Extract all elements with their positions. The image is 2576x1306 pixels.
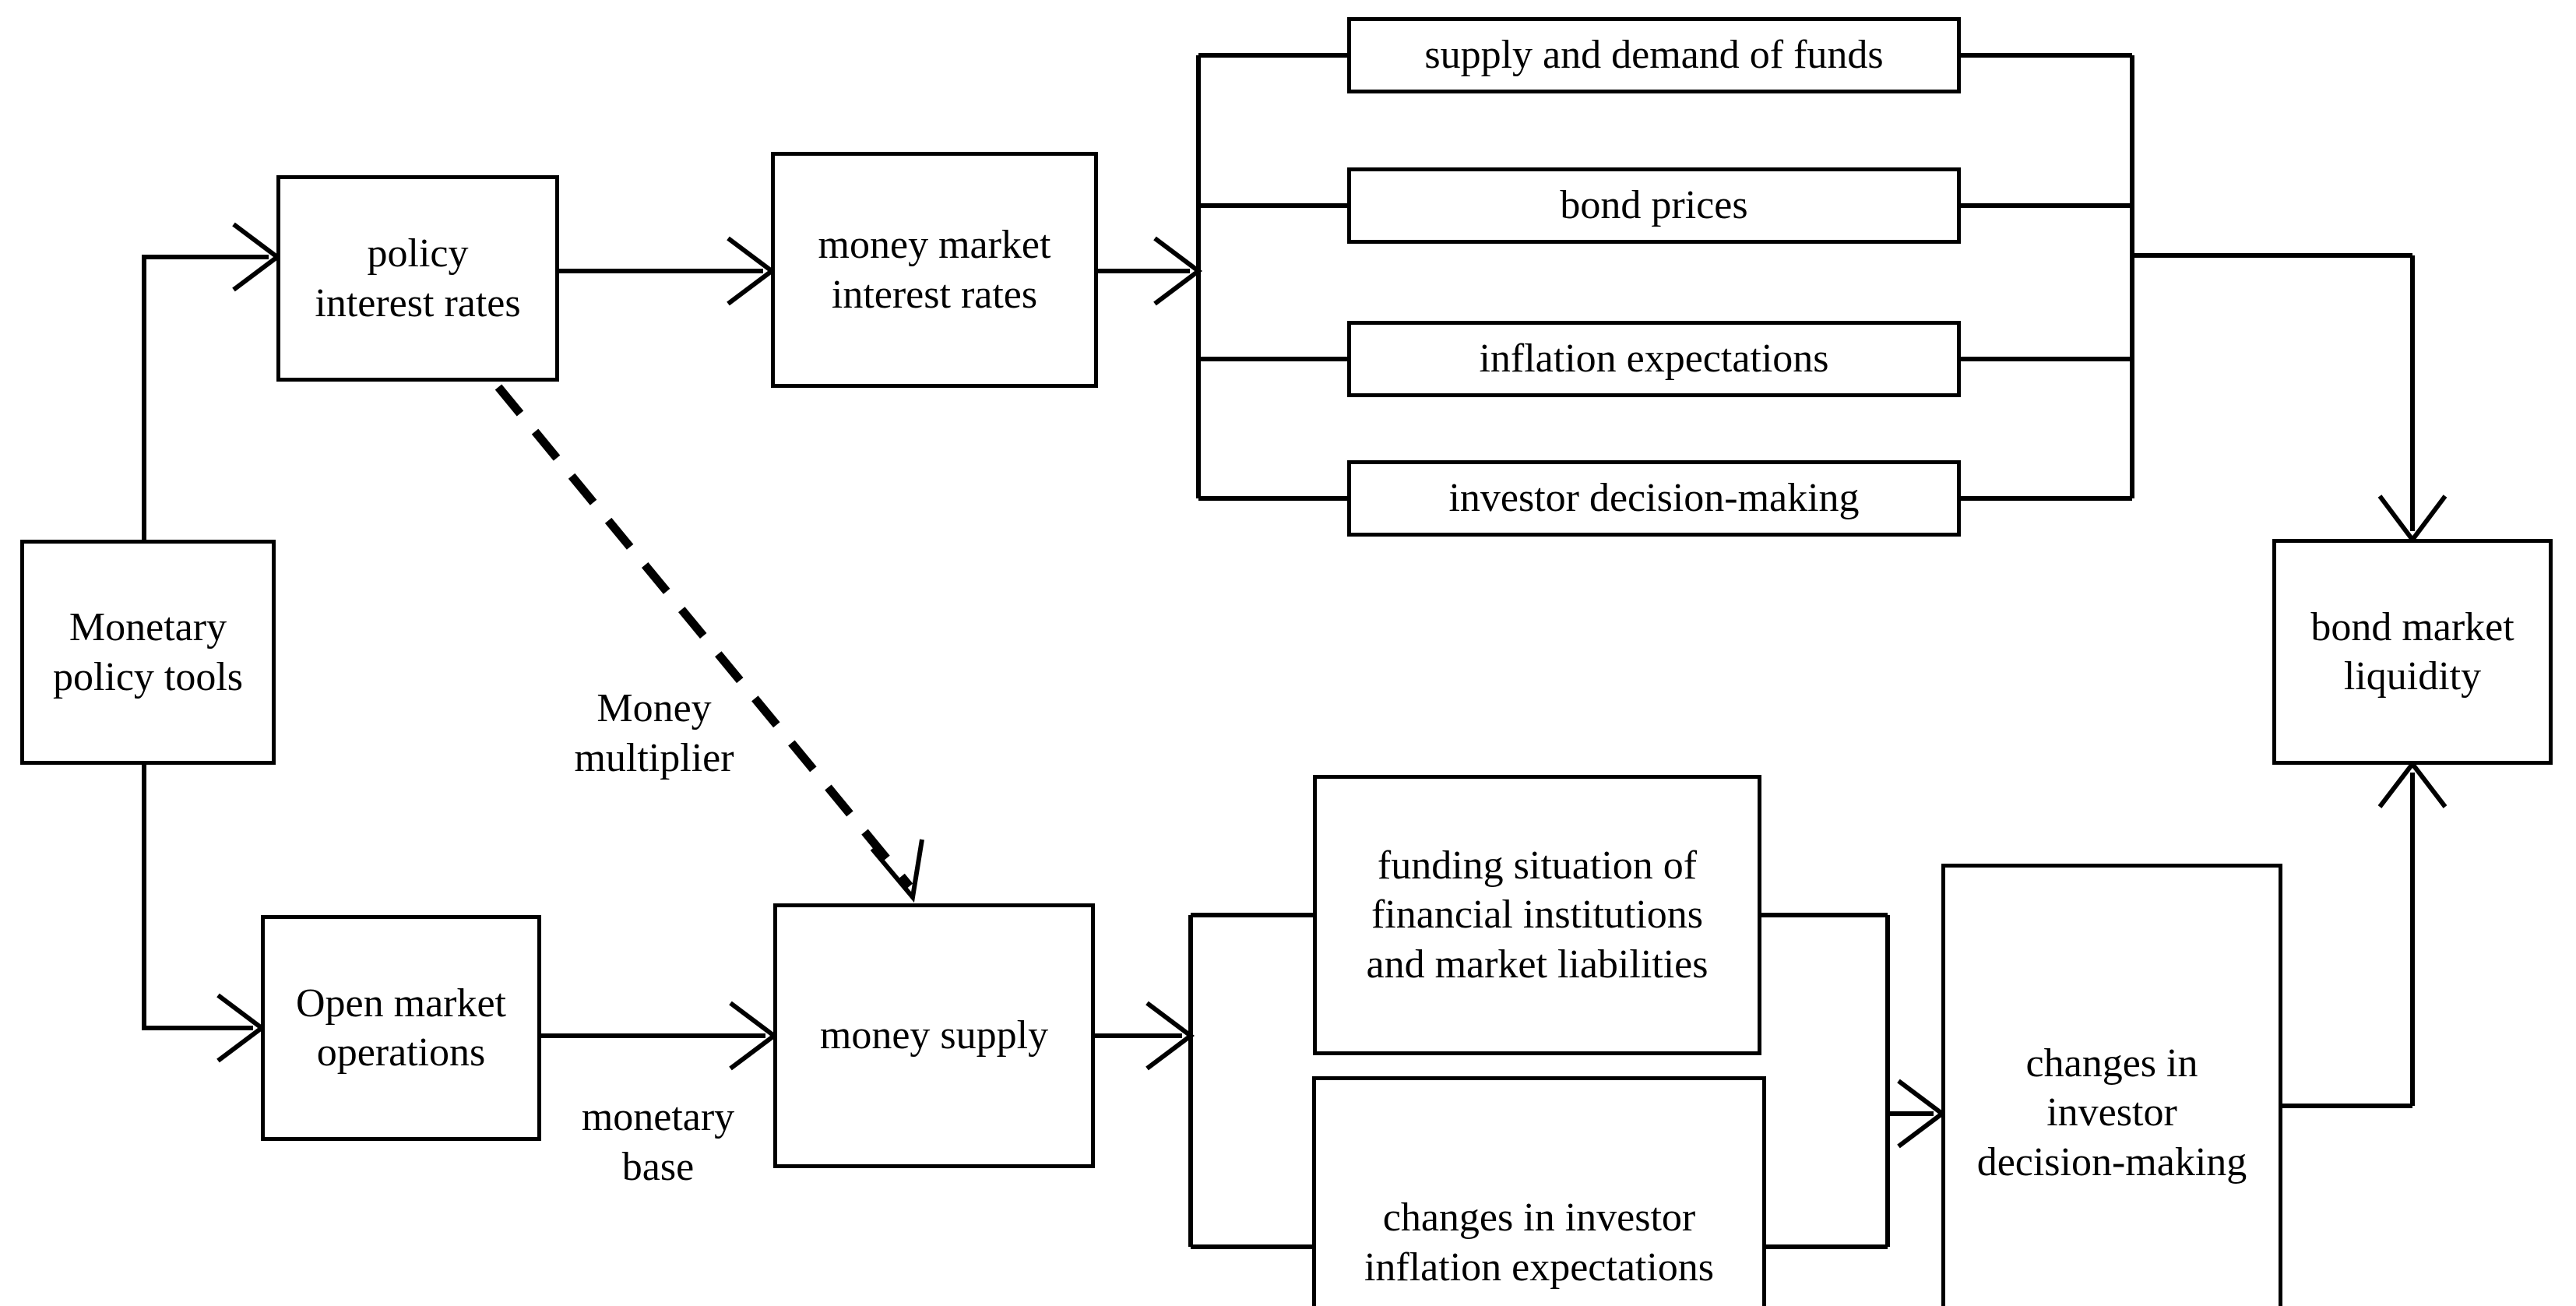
node-bond-market-liquidity[interactable]: bond market liquidity (2272, 539, 2553, 765)
edge-channels-to-investor-decision (1761, 913, 1946, 1249)
node-label: money market interest rates (818, 223, 1051, 317)
edge-label-money-multiplier: Money multiplier (514, 635, 794, 783)
node-label: bond market liquidity (2310, 604, 2514, 699)
node-label: money supply (819, 1013, 1049, 1058)
edge-investor-decision-to-bond-market-liquidity (2282, 760, 2448, 1108)
node-investor-decision-making[interactable]: investor decision-making (1347, 460, 1961, 537)
node-label: inflation expectations (1479, 336, 1829, 382)
node-inflation-expectations[interactable]: inflation expectations (1347, 321, 1961, 397)
edge-tools-to-policy-rates (142, 222, 281, 540)
node-money-supply[interactable]: money supply (773, 903, 1095, 1168)
node-label: Monetary policy tools (52, 605, 244, 699)
edge-money-supply-to-channel-bus (1095, 913, 1313, 1249)
edge-factors-to-bond-market-liquidity (1961, 53, 2448, 544)
node-label: funding situation of financial instituti… (1366, 843, 1709, 987)
node-label: bond prices (1560, 183, 1748, 228)
node-policy-interest-rates[interactable]: policy interest rates (276, 175, 559, 382)
edge-money-market-rates-to-factor-bus (1098, 53, 1347, 501)
node-monetary-policy-tools[interactable]: Monetary policy tools (20, 540, 276, 765)
node-funding-situation[interactable]: funding situation of financial instituti… (1313, 775, 1761, 1055)
edge-policy-rates-to-money-market-rates (559, 236, 776, 306)
edge-label-monetary-base: monetary base (545, 1044, 771, 1192)
node-label: supply and demand of funds (1424, 33, 1884, 78)
edge-tools-to-open-market (142, 765, 266, 1063)
node-label: Open market operations (295, 980, 506, 1075)
edge-label-text: Money multiplier (574, 686, 734, 780)
node-label: changes in investor inflation expectatio… (1364, 1195, 1715, 1290)
node-label: policy interest rates (315, 231, 521, 326)
node-label: changes in investor decision-making (1976, 1040, 2247, 1185)
edge-label-text: monetary base (581, 1095, 735, 1189)
node-bond-prices[interactable]: bond prices (1347, 167, 1961, 244)
node-label: investor decision-making (1448, 476, 1860, 521)
node-changes-in-investor-decision-making[interactable]: changes in investor decision-making (1941, 864, 2282, 1306)
node-money-market-interest-rates[interactable]: money market interest rates (771, 152, 1098, 388)
node-supply-and-demand-of-funds[interactable]: supply and demand of funds (1347, 17, 1961, 93)
node-changes-in-investor-inflation-expectations[interactable]: changes in investor inflation expectatio… (1312, 1076, 1766, 1306)
node-open-market-operations[interactable]: Open market operations (261, 915, 541, 1141)
